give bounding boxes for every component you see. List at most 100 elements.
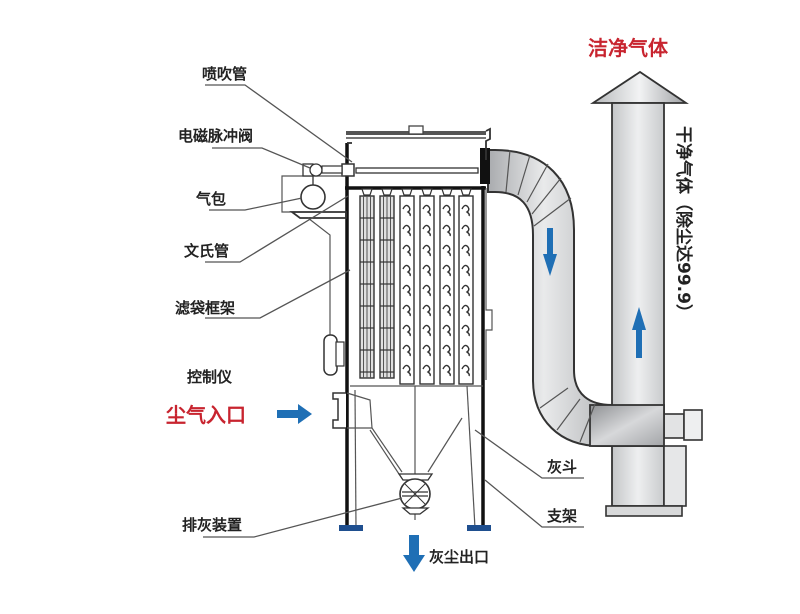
label-dust-inlet: 尘气入口 (166, 403, 246, 427)
air-bag-tank (300, 184, 326, 210)
blow-pipe (355, 167, 479, 174)
dust-swirl-icon (461, 224, 470, 237)
dust-swirl-icon (422, 264, 431, 277)
duct-seam (533, 197, 572, 227)
duct-horizontal-inlet (589, 404, 665, 447)
right-leg-brace (466, 385, 476, 529)
dust-swirl-icon (461, 204, 470, 217)
dust-swirl-icon (402, 304, 411, 317)
leader-air-bag (209, 197, 303, 211)
pulse-valve (302, 163, 343, 185)
inlet-arrow (277, 404, 312, 424)
dust-swirl-icon (402, 324, 411, 337)
dust-swirl-icon (402, 244, 411, 257)
filter-bags (359, 195, 474, 385)
dust-swirl-icon (422, 324, 431, 337)
controller-box (323, 334, 338, 376)
fan-connector (663, 413, 685, 439)
right-foot (467, 525, 491, 531)
duct-seam (556, 398, 581, 431)
dust-swirl-icon (461, 244, 470, 257)
nozzle-body (381, 188, 393, 196)
stack-base-section (611, 445, 665, 507)
inlet-flange (332, 392, 346, 429)
leader-blow-pipe (205, 84, 353, 163)
nozzle-body (441, 188, 453, 196)
filter-bag (419, 195, 435, 385)
dust-swirl-icon (402, 284, 411, 297)
duct-seam (505, 149, 511, 193)
dust-swirl-icon (442, 304, 451, 317)
filter-bag (458, 195, 474, 385)
label-clean-gas: 洁净气体 (588, 36, 669, 60)
label-dry-gas-vertical: 干净气体（除尘达99.9） (673, 126, 694, 321)
lid-hinge (485, 127, 491, 160)
stack-foot-plate (605, 505, 683, 517)
right-outer-panel (485, 188, 493, 380)
blow-pipe-header-box (341, 163, 355, 177)
dust-swirl-icon (422, 244, 431, 257)
dust-swirl-icon (422, 364, 431, 377)
dust-swirl-icon (402, 224, 411, 237)
duct-seam (526, 163, 549, 203)
dust-swirl-icon (402, 204, 411, 217)
filter-bag-outline (399, 195, 415, 385)
outlet-duct (480, 148, 665, 447)
dust-swirl-icon (442, 264, 451, 277)
leader-ash-discharge (203, 497, 403, 538)
label-venturi: 文氏管 (184, 242, 229, 260)
dust-swirl-icon (422, 304, 431, 317)
dust-swirl-icon (442, 244, 451, 257)
outlet-down-arrow (403, 535, 425, 572)
venturi-nozzle (381, 188, 393, 196)
filter-bag-outline (458, 195, 474, 385)
dust-swirl-icon (461, 264, 470, 277)
left-leg-brace (354, 389, 357, 529)
exhaust-stack (590, 70, 703, 517)
fan-motor (683, 409, 703, 441)
label-pulse-valve: 电磁脉冲阀 (178, 127, 253, 145)
hopper-right-side (427, 417, 463, 473)
collector-body (281, 125, 493, 531)
dust-swirl-icon (402, 364, 411, 377)
dust-swirl-icon (402, 344, 411, 357)
dust-swirl-icon (442, 204, 451, 217)
stack-body (611, 102, 665, 417)
duct-seam (531, 177, 562, 215)
top-lid-rail-2 (346, 137, 486, 139)
dust-swirl-icon (422, 284, 431, 297)
venturi-nozzle (441, 188, 453, 196)
controller-mount (335, 341, 345, 367)
dust-swirl-icon (422, 344, 431, 357)
venturi-nozzle (460, 188, 472, 196)
label-bag-cage: 滤袋框架 (175, 299, 235, 317)
dust-swirl-icon (461, 344, 470, 357)
dust-swirl-icon (442, 364, 451, 377)
nozzle-body (460, 188, 472, 196)
dust-swirl-icon (442, 284, 451, 297)
label-controller: 控制仪 (187, 368, 233, 386)
dust-swirl-icon (402, 264, 411, 277)
label-dust-outlet: 灰尘出口 (429, 548, 489, 566)
filter-bag-outline (439, 195, 455, 385)
filter-bag (399, 195, 415, 385)
stack-up-arrow (632, 307, 646, 358)
stack-cap (590, 70, 689, 104)
lid-handle (408, 125, 424, 135)
duct-seam (539, 387, 569, 409)
duct-upper-elbow (487, 149, 613, 447)
venturi-nozzles (361, 188, 472, 196)
venturi-nozzle (421, 188, 433, 196)
inlet-transition (346, 392, 373, 429)
duct-seam (579, 403, 596, 443)
dust-swirl-icon (442, 344, 451, 357)
dust-swirl-icon (461, 324, 470, 337)
dust-swirl-icon (442, 324, 451, 337)
leader-bag-cage (205, 269, 351, 319)
rotary-valve (397, 473, 434, 515)
dust-swirl-icon (442, 224, 451, 237)
bag-cage (359, 195, 375, 379)
stack-side-panel (663, 445, 687, 507)
nozzle-body (401, 188, 413, 196)
